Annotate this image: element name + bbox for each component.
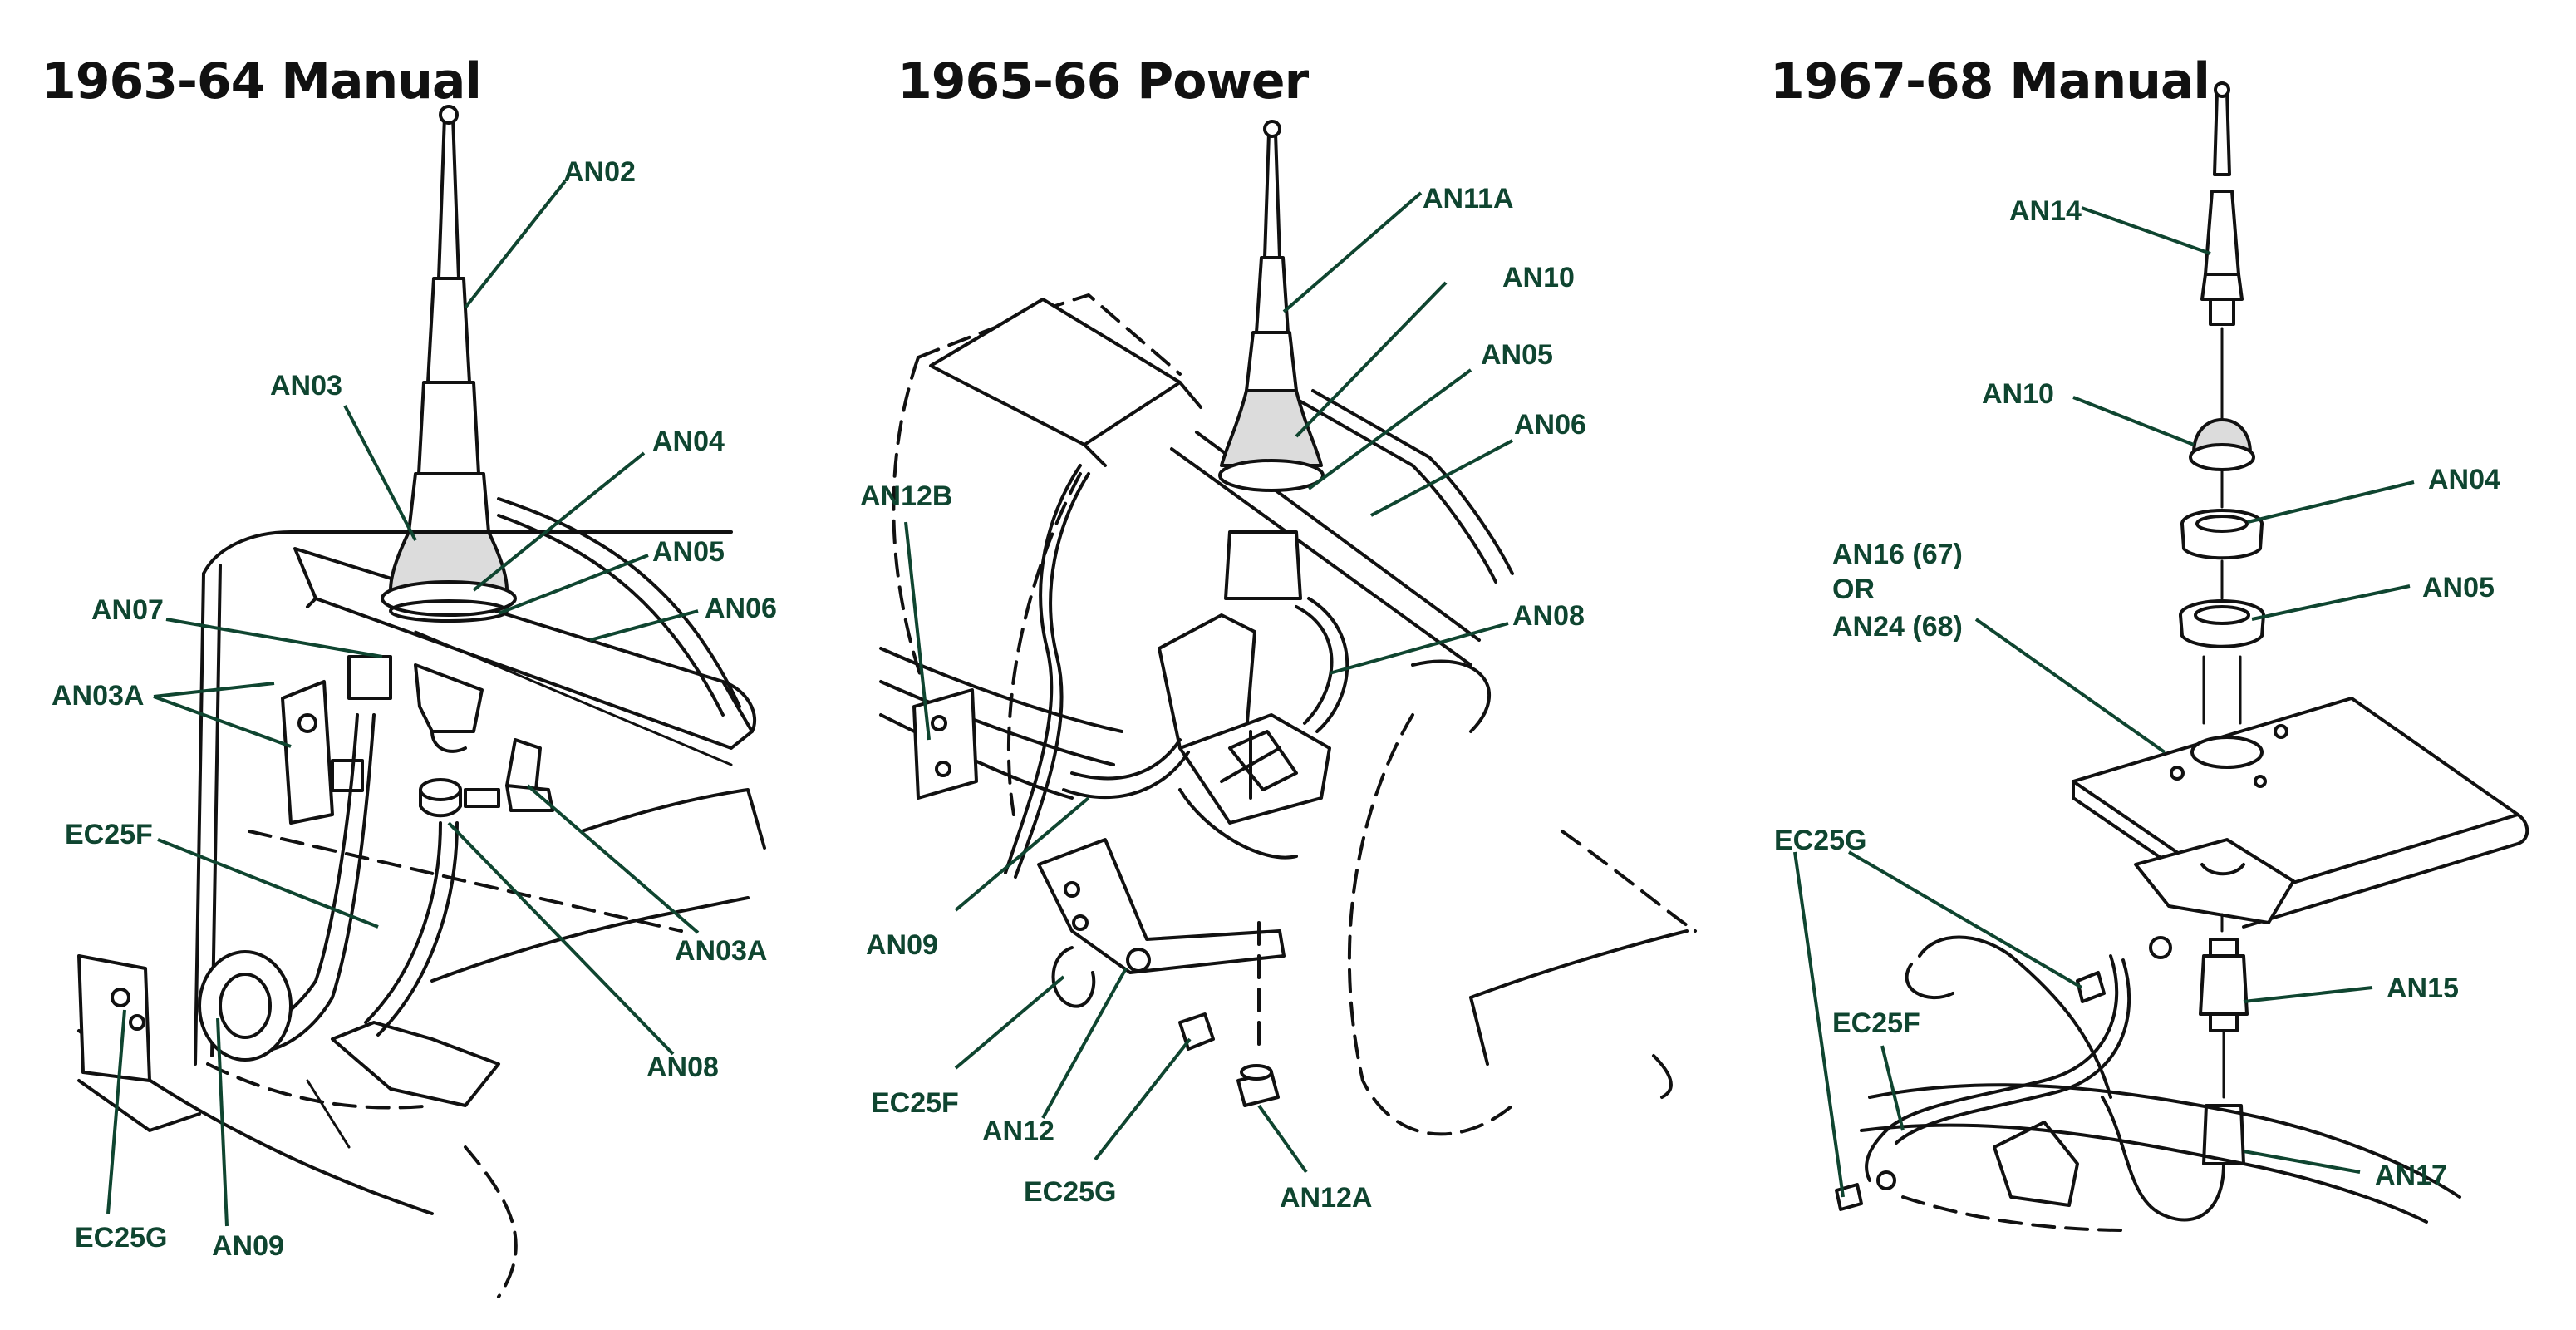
label-ec25g: EC25G xyxy=(1024,1176,1117,1208)
label-an07: AN07 xyxy=(91,594,164,626)
label-an11a: AN11A xyxy=(1423,183,1514,214)
label-an16-line2: OR xyxy=(1832,574,1875,605)
label-an02: AN02 xyxy=(563,156,636,188)
label-an12b: AN12B xyxy=(860,480,952,512)
label-an14: AN14 xyxy=(2009,195,2082,227)
panel-1967-68-manual: 1967-68 Manual xyxy=(1770,52,2529,1232)
label-an03a-right: AN03A xyxy=(675,935,767,967)
label-an05: AN05 xyxy=(1481,339,1553,371)
label-ec25g: EC25G xyxy=(75,1222,168,1254)
label-an10: AN10 xyxy=(1502,262,1575,293)
label-an06: AN06 xyxy=(1514,409,1586,441)
panel-1963-64-manual: 1963-64 Manual xyxy=(42,52,777,1298)
label-an06: AN06 xyxy=(705,593,777,624)
label-an08: AN08 xyxy=(646,1052,719,1083)
label-an12a: AN12A xyxy=(1280,1182,1372,1214)
panel-1-illustration xyxy=(77,105,766,1298)
label-an05: AN05 xyxy=(652,536,725,568)
label-an10: AN10 xyxy=(1982,378,2054,410)
label-an03a-left: AN03A xyxy=(52,680,144,712)
label-an03: AN03 xyxy=(270,370,342,401)
label-an16-line1: AN16 (67) xyxy=(1832,539,1963,570)
label-an04: AN04 xyxy=(652,426,725,457)
label-ec25f: EC25F xyxy=(871,1087,959,1119)
panel-2-illustration xyxy=(879,120,1697,1136)
label-an09: AN09 xyxy=(866,929,938,961)
label-an04: AN04 xyxy=(2428,464,2500,495)
label-an12: AN12 xyxy=(982,1116,1054,1147)
panel-title: 1963-64 Manual xyxy=(42,52,481,111)
panel-title: 1967-68 Manual xyxy=(1770,52,2210,111)
panel-title: 1965-66 Power xyxy=(897,52,1310,111)
label-an09: AN09 xyxy=(212,1230,284,1262)
label-an15: AN15 xyxy=(2387,973,2459,1004)
label-ec25f: EC25F xyxy=(65,819,153,850)
label-an16-line3: AN24 (68) xyxy=(1832,611,1963,643)
label-an17: AN17 xyxy=(2375,1160,2447,1191)
label-an05: AN05 xyxy=(2422,572,2495,603)
panel-3-illustration xyxy=(1835,81,2529,1232)
label-ec25g: EC25G xyxy=(1774,825,1867,856)
panel-1965-66-power: 1965-66 Power xyxy=(860,52,1697,1214)
label-ec25f: EC25F xyxy=(1832,1007,1920,1039)
label-an08: AN08 xyxy=(1512,600,1585,632)
